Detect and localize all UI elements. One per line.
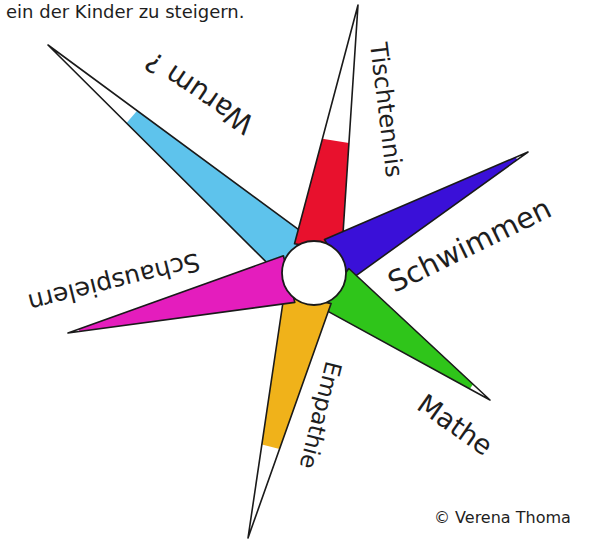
spike-red-outline xyxy=(295,5,359,252)
spike-label: Tischtennis xyxy=(364,39,407,180)
spike-light-blue-fill xyxy=(127,111,311,275)
cut-off-text: ein der Kinder zu steigern. xyxy=(4,2,246,22)
center-circle xyxy=(282,241,346,305)
copyright-note: © Verena Thoma xyxy=(432,509,573,527)
